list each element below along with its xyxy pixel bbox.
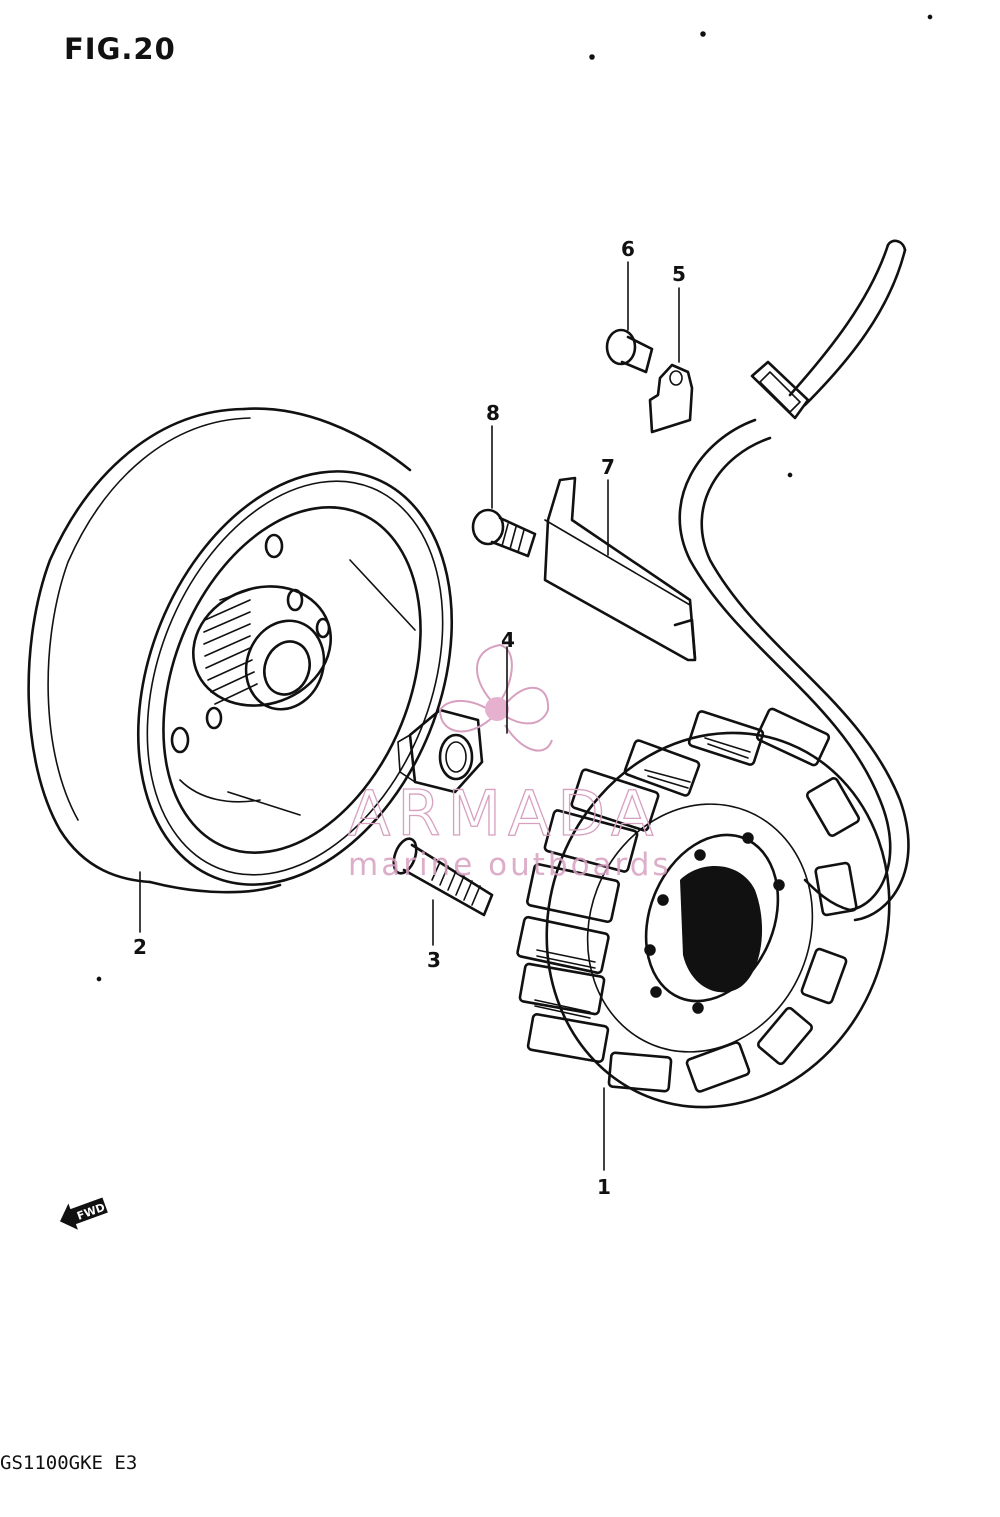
wire-harness-drawing <box>678 239 910 922</box>
screw-8-drawing <box>471 508 537 558</box>
cover-plate-drawing <box>543 476 697 662</box>
callout-labels: 1 2 3 4 5 6 7 8 <box>133 237 686 1199</box>
propeller-logo-icon <box>438 643 553 752</box>
forward-arrow-icon: FWD <box>60 1197 108 1230</box>
scan-specks <box>96 14 933 982</box>
fwd-label: FWD <box>75 1201 106 1223</box>
callout-3: 3 <box>427 948 441 972</box>
callout-7: 7 <box>601 455 615 479</box>
callout-4: 4 <box>501 628 515 652</box>
callout-1: 1 <box>597 1175 611 1199</box>
callout-5: 5 <box>672 262 686 286</box>
figure-title: FIG.20 <box>64 32 176 66</box>
stator-drawing <box>516 707 891 1109</box>
rotor-drawing <box>27 407 454 894</box>
watermark-brand: ARMADA <box>348 777 660 850</box>
watermark: ARMADA marine outboards <box>347 643 672 883</box>
callout-8: 8 <box>486 401 500 425</box>
leader-lines <box>139 261 680 1171</box>
bolt-drawing <box>392 837 494 917</box>
callout-2: 2 <box>133 935 147 959</box>
screw-6-drawing <box>605 328 654 374</box>
model-code: GS1100GKE E3 <box>0 1452 138 1474</box>
watermark-tagline: marine outboards <box>348 847 672 883</box>
callout-6: 6 <box>621 237 635 261</box>
clamp-drawing <box>648 363 694 434</box>
